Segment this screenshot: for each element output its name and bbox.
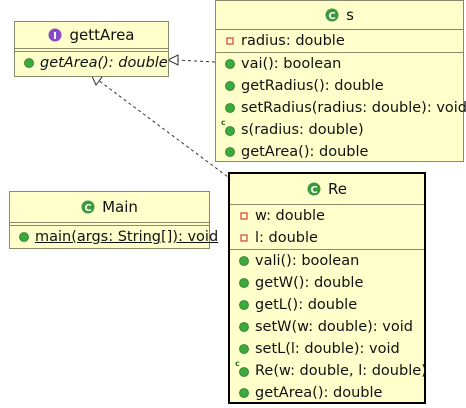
- public-method-icon: [22, 56, 36, 70]
- method-signature: setRadius(radius: double): void: [241, 100, 466, 116]
- member-row[interactable]: getL(): double: [230, 294, 424, 316]
- realization-s-to-gettarea: [175, 59, 216, 63]
- member-row[interactable]: setRadius(radius: double): void: [216, 97, 466, 119]
- svg-text:I: I: [54, 31, 58, 42]
- method-signature: main(args: String[]): void: [35, 229, 219, 245]
- method-signature: vali(): boolean: [255, 253, 360, 269]
- member-row[interactable]: vai(): boolean: [216, 53, 463, 75]
- class-main-name: Main: [102, 198, 138, 216]
- member-row[interactable]: l: double: [230, 227, 424, 249]
- public-method-icon: [223, 79, 237, 93]
- public-method-icon: [223, 57, 237, 71]
- realization-re-to-gettarea: [97, 79, 233, 181]
- member-row[interactable]: getArea(): double: [230, 382, 424, 404]
- member-row[interactable]: w: double: [230, 205, 424, 227]
- public-method-icon: [237, 276, 251, 290]
- member-row[interactable]: radius: double: [216, 30, 463, 52]
- method-signature: getArea(): double: [241, 144, 369, 160]
- class-main-header: C Main: [10, 192, 209, 222]
- method-signature: getArea(): double: [40, 55, 168, 71]
- field-signature: w: double: [255, 208, 325, 224]
- class-re-header: C Re: [230, 174, 424, 204]
- public-method-icon: [237, 254, 251, 268]
- member-row[interactable]: main(args: String[]): void: [10, 226, 218, 248]
- member-row[interactable]: getRadius(): double: [216, 75, 463, 97]
- private-field-icon: [237, 209, 251, 223]
- constructor-signature: Re(w: double, l: double): [255, 363, 427, 379]
- class-s-header: C s: [216, 1, 463, 29]
- member-row[interactable]: setW(w: double): void: [230, 316, 424, 338]
- method-signature: setW(w: double): void: [255, 319, 413, 335]
- method-signature: setL(l: double): void: [255, 341, 400, 357]
- public-method-icon: [237, 298, 251, 312]
- interface-gettarea-name: gettArea: [69, 26, 135, 44]
- private-field-icon: [223, 34, 237, 48]
- svg-text:C: C: [84, 203, 91, 214]
- class-re-name: Re: [328, 180, 347, 198]
- class-icon: C: [307, 182, 321, 196]
- class-re[interactable]: C Re w: double l: double vali(): boolean…: [228, 172, 427, 404]
- method-signature: getL(): double: [255, 297, 358, 313]
- class-main[interactable]: C Main main(args: String[]): void: [9, 191, 218, 249]
- interface-gettarea[interactable]: I gettArea getArea(): double: [14, 21, 169, 77]
- class-icon: C: [81, 200, 95, 214]
- member-row[interactable]: getArea(): double: [216, 141, 463, 163]
- interface-gettarea-header: I gettArea: [15, 22, 168, 48]
- class-s[interactable]: C s radius: double vai(): boolean getRad…: [215, 0, 466, 163]
- svg-text:C: C: [328, 11, 335, 22]
- constructor-icon: c: [221, 118, 237, 137]
- method-signature: getRadius(): double: [241, 78, 384, 94]
- field-signature: l: double: [255, 230, 318, 246]
- public-method-icon: [17, 230, 31, 244]
- member-row[interactable]: vali(): boolean: [230, 250, 424, 272]
- member-row[interactable]: getArea(): double: [15, 52, 168, 74]
- public-method-icon: [223, 101, 237, 115]
- public-method-icon: [237, 342, 251, 356]
- class-icon: C: [325, 8, 339, 22]
- constructor-signature: s(radius: double): [241, 122, 364, 138]
- field-signature: radius: double: [241, 33, 345, 49]
- public-method-icon: [237, 320, 251, 334]
- interface-icon: I: [48, 28, 62, 42]
- public-method-icon: [223, 145, 237, 159]
- member-row[interactable]: getW(): double: [230, 272, 424, 294]
- member-row[interactable]: c s(radius: double): [216, 118, 463, 141]
- public-method-icon: [237, 386, 251, 400]
- method-signature: getW(): double: [255, 275, 364, 291]
- class-s-name: s: [346, 6, 354, 24]
- constructor-icon: c: [235, 359, 251, 378]
- realization-s-arrowhead: [166, 54, 179, 66]
- method-signature: getArea(): double: [255, 385, 383, 401]
- svg-text:C: C: [310, 185, 317, 196]
- method-signature: vai(): boolean: [241, 56, 342, 72]
- private-field-icon: [237, 231, 251, 245]
- member-row[interactable]: setL(l: double): void: [230, 338, 424, 360]
- member-row[interactable]: c Re(w: double, l: double): [230, 359, 427, 382]
